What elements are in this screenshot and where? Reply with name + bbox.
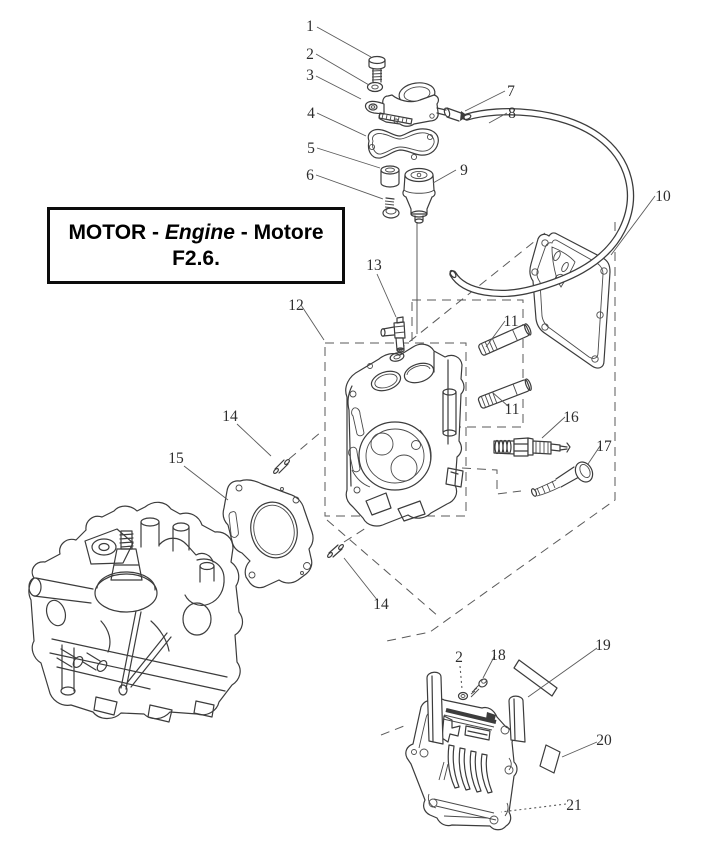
- leader-11-upper: [486, 321, 505, 347]
- alignment-line-block-to-cover: [381, 726, 404, 735]
- leader-2-lower: [460, 666, 462, 689]
- callout-part-9: 9: [460, 162, 468, 179]
- callout-part-14-lower: 14: [373, 596, 389, 613]
- callout-part-6: 6: [306, 167, 314, 184]
- part-stud-11-upper: [478, 323, 532, 356]
- alignment-line-plug-hole: [462, 468, 521, 494]
- alignment-line-pin-upper: [289, 432, 321, 459]
- callout-part-4: 4: [307, 105, 315, 122]
- title-box: MOTOR - Engine - Motore F2.6.: [47, 207, 345, 284]
- callout-part-15: 15: [168, 450, 184, 467]
- leader-20: [562, 742, 597, 757]
- leader-21: [501, 804, 566, 812]
- part-bolt-1: [369, 57, 385, 83]
- part-washer-2-lower: [459, 693, 468, 700]
- part-elbow-fitting-13: [381, 317, 405, 352]
- part-bushing-5: [381, 166, 399, 187]
- callout-part-10: 10: [655, 188, 671, 205]
- leader-11-lower: [492, 392, 508, 406]
- callout-labels: 1 2 3 4 5 6 7 8 9 10 13 12 11 11 16 17 1…: [168, 18, 671, 814]
- title-motore: - Motore: [234, 220, 324, 244]
- part-cylinder-head-12: [346, 344, 464, 526]
- leader-12: [301, 305, 324, 340]
- title-engine: Engine: [164, 220, 235, 244]
- part-bolt-17: [530, 459, 595, 497]
- callout-part-12: 12: [288, 297, 304, 314]
- callout-part-11-lower: 11: [505, 401, 520, 418]
- leader-10: [611, 196, 655, 255]
- callout-part-1: 1: [306, 18, 314, 35]
- callout-part-20: 20: [596, 732, 612, 749]
- callout-part-16: 16: [563, 409, 579, 426]
- part-crankcase-cover-21: [406, 672, 525, 830]
- part-dowel-pin-14-upper: [273, 459, 291, 475]
- part-stud-11-lower: [478, 378, 533, 409]
- part-dowel-pin-14-lower: [327, 544, 345, 559]
- part-screw-18: [471, 677, 489, 697]
- callout-part-14-upper: 14: [222, 408, 238, 425]
- callout-part-18: 18: [490, 647, 506, 664]
- alignment-line-right: [382, 222, 615, 642]
- leader-lines: [184, 27, 655, 812]
- callout-part-17: 17: [596, 438, 612, 455]
- callout-part-21: 21: [566, 797, 582, 814]
- part-plate-19: [514, 660, 557, 696]
- leader-3: [316, 76, 361, 99]
- leader-8: [489, 113, 507, 123]
- leader-16: [542, 417, 565, 438]
- callout-part-13: 13: [366, 257, 382, 274]
- callout-part-3: 3: [306, 67, 314, 84]
- callout-part-2-lower: 2: [455, 649, 463, 666]
- part-screw-6: [383, 198, 399, 218]
- leader-4: [317, 113, 366, 136]
- part-plate-20: [540, 745, 560, 773]
- leader-19: [528, 648, 597, 697]
- leader-9: [433, 170, 456, 183]
- leader-2: [316, 54, 369, 85]
- callout-part-7: 7: [507, 83, 515, 100]
- callout-part-2: 2: [306, 46, 314, 63]
- alignment-line-pin-lower: [344, 526, 369, 542]
- leader-6: [316, 175, 383, 199]
- part-gasket-10: [530, 233, 610, 368]
- callout-part-5: 5: [307, 140, 315, 157]
- leader-14-lower: [344, 558, 378, 601]
- callout-part-11-upper: 11: [504, 313, 519, 330]
- part-hose-8: [449, 112, 631, 294]
- leader-15: [184, 466, 228, 500]
- title-line-1: MOTOR - Engine - Motore: [68, 221, 323, 245]
- title-line-2: F2.6.: [172, 246, 220, 270]
- part-head-gasket-15: [223, 480, 313, 588]
- callout-part-19: 19: [595, 637, 611, 654]
- leader-7: [465, 91, 505, 111]
- part-thermostat-9: [403, 169, 435, 224]
- leader-14-upper: [237, 424, 271, 456]
- title-motor: MOTOR -: [68, 220, 165, 244]
- part-washer-2: [368, 83, 383, 92]
- leader-18: [483, 655, 495, 678]
- assembly-box-head-12: [325, 343, 466, 516]
- leader-1: [317, 27, 371, 57]
- part-cylinder-block: [29, 502, 243, 722]
- part-gasket-4: [368, 129, 438, 160]
- leader-17: [588, 446, 600, 464]
- part-fuel-pump-3: [365, 81, 446, 127]
- part-spark-plug-16: [494, 438, 570, 456]
- alignment-line-head-to-cover: [327, 520, 438, 616]
- leader-13: [377, 274, 396, 317]
- leader-5: [317, 148, 380, 168]
- callout-part-8: 8: [508, 105, 516, 122]
